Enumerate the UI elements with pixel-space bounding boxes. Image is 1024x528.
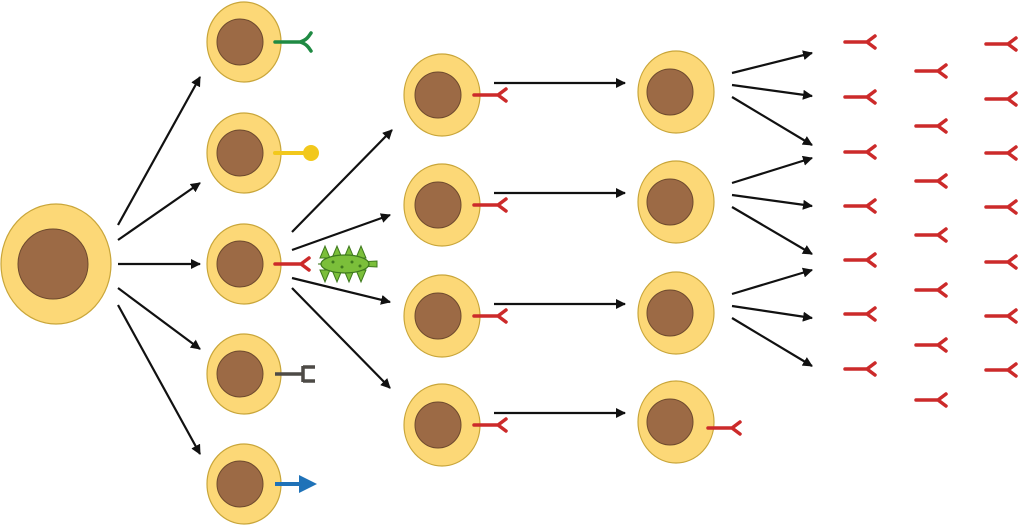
progenitor-arrow-3 xyxy=(117,287,201,350)
cell-nucleus xyxy=(414,401,462,449)
secreted-antibody xyxy=(984,199,1018,215)
secreted-antibody xyxy=(914,227,948,243)
red-y-receptor xyxy=(472,308,508,324)
blue-arrow-receptor xyxy=(275,475,317,493)
cells-layer xyxy=(0,1,742,525)
secreted-antibody xyxy=(914,337,948,353)
antigen xyxy=(317,244,378,284)
secreted-antibody xyxy=(914,118,948,134)
secretion-arrow-1-0 xyxy=(731,155,813,185)
progenitor-arrow-4 xyxy=(117,304,201,455)
b-cell-2 xyxy=(206,112,282,194)
secreted-antibody xyxy=(843,252,877,268)
b-cell-4 xyxy=(206,333,282,415)
cell-nucleus xyxy=(17,228,89,300)
plasma-cell-4 xyxy=(637,380,715,464)
progenitor-arrow-1 xyxy=(117,182,201,241)
cell-nucleus xyxy=(646,398,694,446)
secretion-arrow-1-1 xyxy=(731,193,813,210)
clone-cell-1 xyxy=(403,53,481,137)
secretion-arrow-0-1 xyxy=(731,83,813,100)
secreted-antibody xyxy=(843,361,877,377)
secretion-arrow-0-0 xyxy=(731,50,813,75)
secreted-antibody xyxy=(843,198,877,214)
cell-nucleus xyxy=(646,178,694,226)
b-cell-5 xyxy=(206,443,282,525)
secreted-antibody xyxy=(984,254,1018,270)
gray-fork-receptor xyxy=(275,365,315,383)
secreted-antibody xyxy=(984,36,1018,52)
clone-cell-2 xyxy=(403,163,481,247)
cell-nucleus xyxy=(216,350,264,398)
red-y-receptor xyxy=(472,87,508,103)
secreted-antibody xyxy=(843,34,877,50)
red-y-receptor xyxy=(472,197,508,213)
cell-nucleus xyxy=(216,460,264,508)
secreted-antibody xyxy=(843,306,877,322)
secreted-antibody xyxy=(914,173,948,189)
secreted-antibody xyxy=(984,91,1018,107)
yellow-ball-receptor xyxy=(273,145,319,161)
progenitor-cell xyxy=(0,203,112,325)
secreted-antibody xyxy=(914,282,948,298)
secreted-antibody xyxy=(984,145,1018,161)
cell-nucleus xyxy=(414,71,462,119)
plasma-cell-2 xyxy=(637,160,715,244)
cell-nucleus xyxy=(216,240,264,288)
secretion-arrow-2-2 xyxy=(731,317,813,367)
progenitor-arrow-0 xyxy=(117,76,201,226)
b-cell-1 xyxy=(206,1,282,83)
cell-nucleus xyxy=(414,292,462,340)
clone-cell-4 xyxy=(403,383,481,467)
plasma-cell-3 xyxy=(637,271,715,355)
secretion-arrow-1-2 xyxy=(731,206,813,255)
b-cell-3 xyxy=(206,223,282,305)
red-y-receptor xyxy=(273,256,311,272)
cell-nucleus xyxy=(646,68,694,116)
expansion-arrow-3 xyxy=(291,287,391,389)
antibodies-layer xyxy=(843,34,1018,408)
secretion-arrow-0-2 xyxy=(731,96,813,146)
secreted-antibody xyxy=(984,308,1018,324)
cell-nucleus xyxy=(216,18,264,66)
green-y-receptor xyxy=(273,31,313,53)
red-y-receptor xyxy=(706,420,742,436)
cell-nucleus xyxy=(216,129,264,177)
arrows-layer xyxy=(117,50,813,455)
secreted-antibody xyxy=(914,392,948,408)
expansion-arrow-1 xyxy=(291,213,391,252)
plasma-cell-1 xyxy=(637,50,715,134)
clone-cell-3 xyxy=(403,274,481,358)
cell-nucleus xyxy=(414,181,462,229)
secreted-antibody xyxy=(984,362,1018,378)
secretion-arrow-2-1 xyxy=(731,304,813,322)
expansion-arrow-0 xyxy=(291,129,393,233)
expansion-arrow-2 xyxy=(291,276,391,305)
secreted-antibody xyxy=(914,63,948,79)
red-y-receptor xyxy=(472,417,508,433)
secretion-arrow-2-0 xyxy=(731,267,813,296)
secreted-antibody xyxy=(843,144,877,160)
cell-nucleus xyxy=(646,289,694,337)
secreted-antibody xyxy=(843,89,877,105)
